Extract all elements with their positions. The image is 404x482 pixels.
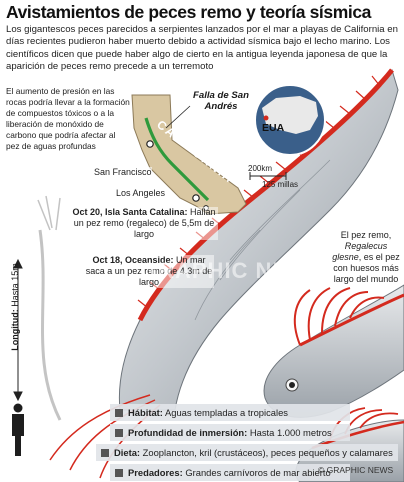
page-title: Avistamientos de peces remo y teoría sís… [6,2,371,22]
credit-line: © GRAPHIC NEWS [318,465,394,475]
species-note: El pez remo, Regalecus glesne, es el pez… [330,230,402,285]
map-scale-bar [249,172,287,180]
fact-depth: Profundidad de inmersión: Hasta 1.000 me… [110,424,350,441]
bullet-square-icon [115,429,123,437]
pressure-note: El aumento de presión en las rocas podrí… [6,86,130,152]
event-catalina: Oct 20, Isla Santa Catalina: Hallan un p… [70,207,218,240]
length-arrow [13,258,23,402]
bullet-square-icon [101,449,109,457]
watermark: GRAPHIC NEWS [140,258,326,283]
fact-key: Predadores: [128,467,183,478]
fact-habitat: Hábitat: Aguas templadas a tropicales [110,404,350,421]
human-silhouette [12,403,24,456]
usa-globe-inset [254,84,326,156]
bullet-square-icon [115,469,123,477]
length-label: Longitud: Hasta 15m [10,256,20,358]
city-label-los-angeles: Los Angeles [116,188,166,198]
scale-km-label: 200km [248,164,273,173]
fact-value: Grandes carnívoros de mar abierto [185,467,331,478]
event-text: Hallan un pez remo (regaleco) de 5,5m de… [73,207,216,239]
fact-key: Hábitat: [128,407,163,418]
event-text: Un mar saca a un pez remo de 4.3m de lar… [85,255,213,287]
fact-value: Zooplancton, kril (crustáceos), peces pe… [142,447,393,458]
facts-panel: Hábitat: Aguas templadas a tropicales Pr… [96,404,398,482]
fact-key: Profundidad de inmersión: [128,427,248,438]
inset-label-usa: EUA [262,122,285,134]
fact-value: Hasta 1.000 metros [249,427,332,438]
intro-paragraph: Los gigantescos peces parecidos a serpie… [6,24,398,73]
species-suffix: , es el pez con huesos más largo del mun… [333,252,400,284]
city-label-san-francisco: San Francisco [94,167,152,177]
fact-predators: Predadores: Grandes carnívoros de mar ab… [110,464,350,481]
event-date: Oct 18, Oceanside: [92,255,174,265]
species-prefix: El pez remo, [340,230,392,240]
length-value: Hasta 15m [10,263,20,307]
san-andreas-fault-line [144,117,210,202]
oarfish-head-right [263,284,404,418]
city-markers [146,140,209,211]
event-oceanside: Oct 18, Oceanside: Un mar saca a un pez … [84,255,214,288]
bullet-square-icon [115,409,123,417]
distant-oarfish [37,195,62,421]
fact-value: Aguas templadas a tropicales [165,407,288,418]
scale-mi-label: 125 millas [262,180,299,189]
fact-key: Dieta: [114,447,141,458]
species-name: Regalecus glesne [332,241,388,262]
fault-label: Falla de San Andrés [193,90,249,112]
fact-diet: Dieta: Zooplancton, kril (crustáceos), p… [96,444,398,461]
event-date: Oct 20, Isla Santa Catalina: [72,207,188,217]
length-indicator: Longitud: Hasta 15m [0,260,30,360]
length-key: Longitud: [10,309,20,351]
